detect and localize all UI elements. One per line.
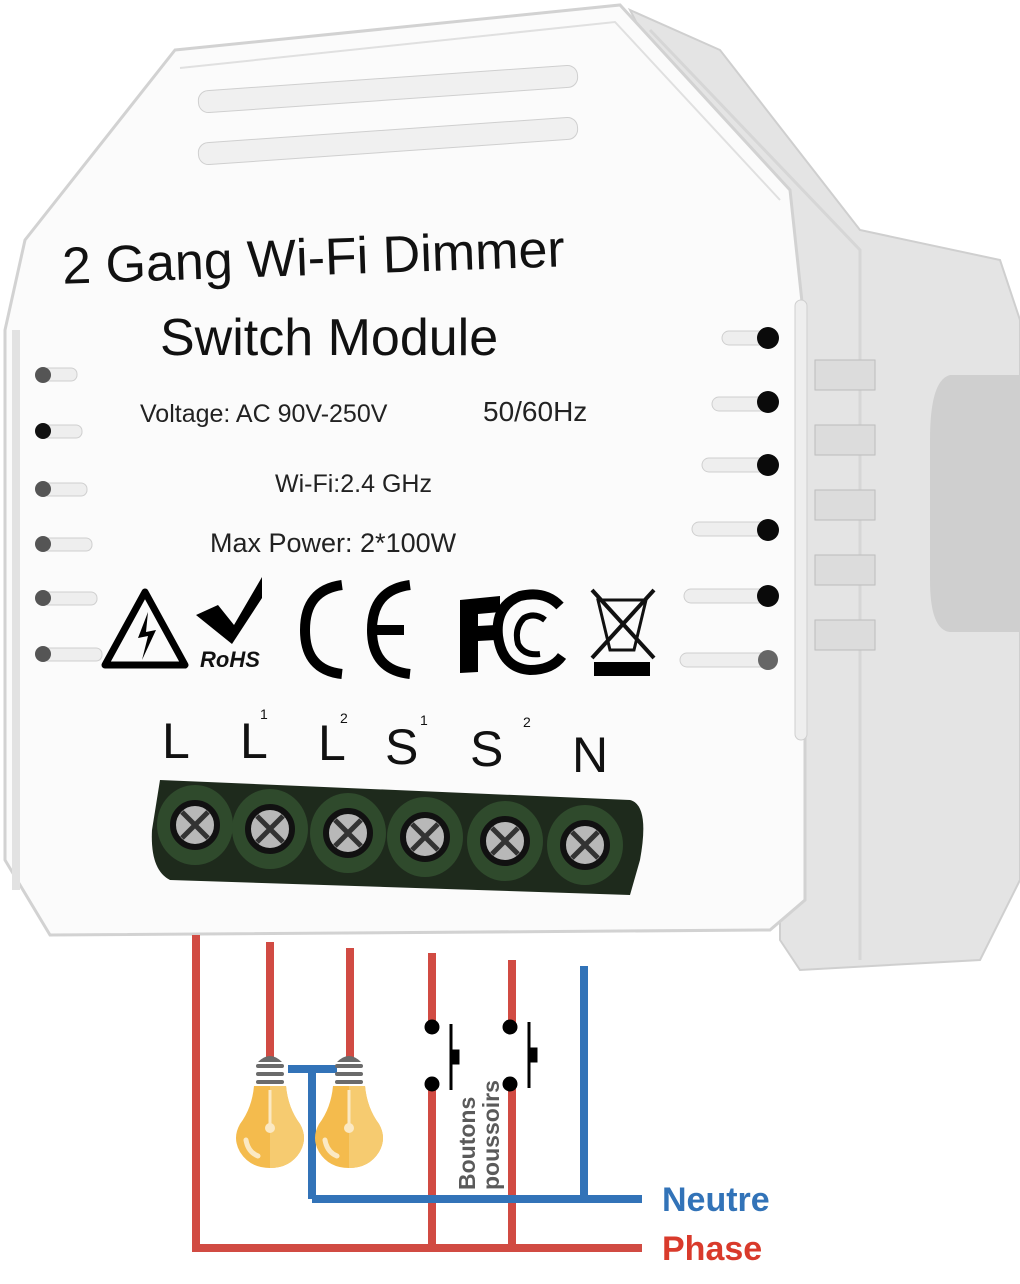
high-voltage-warning-icon <box>101 588 189 669</box>
max-power-spec: Max Power: 2*100W <box>210 528 457 558</box>
terminal-label-L2: L <box>318 715 346 771</box>
push-buttons-label: Boutons poussoirs <box>454 1080 504 1190</box>
left-indicator-holes <box>35 367 103 662</box>
terminal-sup-S2: 2 <box>523 714 531 730</box>
rohs-label: RoHS <box>200 647 260 672</box>
terminal-sup-L2: 2 <box>340 710 348 726</box>
terminal-sup-S1: 1 <box>420 712 428 728</box>
push-button-icon[interactable] <box>502 1019 538 1092</box>
rohs-icon <box>196 577 262 644</box>
frequency-spec: 50/60Hz <box>483 396 588 427</box>
voltage-spec: Voltage: AC 90V-250V <box>140 400 388 428</box>
legend-phase: Phase <box>662 1230 763 1268</box>
terminal-label-L: L <box>162 713 190 769</box>
terminal-label-S1: S <box>385 719 419 775</box>
right-indicator-holes <box>679 327 779 670</box>
module-front <box>3 3 808 937</box>
legend-neutral: Neutre <box>662 1181 770 1219</box>
weee-icon <box>590 588 656 676</box>
lightbulb-icon <box>315 1056 383 1168</box>
neutral-wires <box>288 966 642 1203</box>
phase-wires <box>192 935 642 1252</box>
module-title-line2: Switch Module <box>160 309 499 367</box>
terminal-label-S2: S <box>470 721 504 777</box>
lightbulb-icon <box>236 1056 304 1168</box>
push-button-icon[interactable] <box>424 1019 460 1092</box>
terminal-label-N: N <box>572 727 609 783</box>
ce-icon <box>299 580 411 679</box>
wifi-spec: Wi-Fi:2.4 GHz <box>275 470 432 498</box>
module-side <box>627 7 1020 972</box>
push-buttons-label-line2: poussoirs <box>478 1080 504 1190</box>
terminal-label-L1: L <box>240 713 268 769</box>
terminal-block <box>151 780 644 895</box>
push-buttons-label-line1: Boutons <box>454 1096 480 1190</box>
fcc-icon <box>460 589 567 676</box>
terminal-sup-L1: 1 <box>260 706 268 722</box>
